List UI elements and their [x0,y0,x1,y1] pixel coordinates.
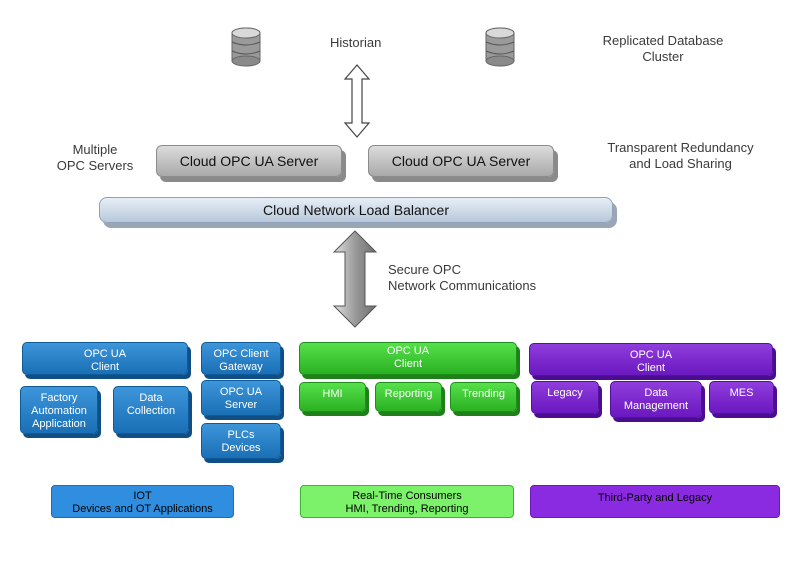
hmi-box[interactable]: HMI [299,382,366,412]
blue-client-line1: OPC UA [83,348,127,360]
multiple-line2: OPC Servers [56,158,134,173]
communications-arrow-icon [332,230,378,328]
gateway-line2: Gateway [219,361,263,373]
multiple-line1: Multiple [72,142,118,157]
secure-line2: Network Communications [388,278,537,293]
double-arrow-icon [343,64,371,138]
legend-green-line1: Real-Time Consumers [352,490,462,502]
legend-iot-line1: IOT [133,490,152,502]
blue-server-line1: OPC UA [219,386,263,398]
cloud-opc-ua-server-2[interactable]: Cloud OPC UA Server [368,145,554,177]
data-mgmt-line1: Data [644,387,668,399]
legend-iot: IOT Devices and OT Applications [51,485,234,518]
redundancy-line2: and Load Sharing [629,156,732,171]
replicated-line2: Cluster [642,49,684,64]
cloud-opc-ua-server-1[interactable]: Cloud OPC UA Server [156,145,342,177]
gateway-line1: OPC Client [213,348,269,360]
factory-line2: Automation [31,405,87,417]
purple-client-line2: Client [636,362,666,374]
legend-green-line2: HMI, Trending, Reporting [345,503,469,515]
cloud-network-load-balancer[interactable]: Cloud Network Load Balancer [99,197,613,223]
legacy-box[interactable]: Legacy [531,381,599,414]
mes-box[interactable]: MES [709,381,774,414]
multiple-servers-label: Multiple OPC Servers [40,142,150,174]
trending-box[interactable]: Trending [450,382,517,412]
database-icon [485,27,515,67]
green-client-line1: OPC UA [386,345,430,357]
blue-client-line2: Client [90,361,120,373]
historian-label: Historian [330,35,382,50]
secure-line1: Secure OPC [388,262,461,277]
redundancy-label: Transparent Redundancy and Load Sharing [593,140,768,172]
purple-client-line1: OPC UA [629,349,673,361]
legend-iot-line2: Devices and OT Applications [72,503,213,515]
plcs-line2: Devices [221,442,261,454]
factory-line1: Factory [40,392,78,404]
reporting-box[interactable]: Reporting [375,382,442,412]
green-client-line2: Client [393,358,423,370]
replicated-line1: Replicated Database [602,33,724,48]
redundancy-line1: Transparent Redundancy [607,140,754,155]
legend-third-party: Third-Party and Legacy [530,485,780,518]
data-mgmt-line2: Management [623,400,689,412]
data-collection-line2: Collection [126,405,176,417]
blue-server-line2: Server [224,399,258,411]
data-collection-line1: Data [139,392,163,404]
replicated-cluster-label: Replicated Database Cluster [588,33,738,65]
legend-real-time-consumers: Real-Time Consumers HMI, Trending, Repor… [300,485,514,518]
factory-line3: Application [32,418,86,430]
plcs-line1: PLCs [227,429,255,441]
database-icon [231,27,261,67]
secure-comms-label: Secure OPC Network Communications [388,262,536,294]
